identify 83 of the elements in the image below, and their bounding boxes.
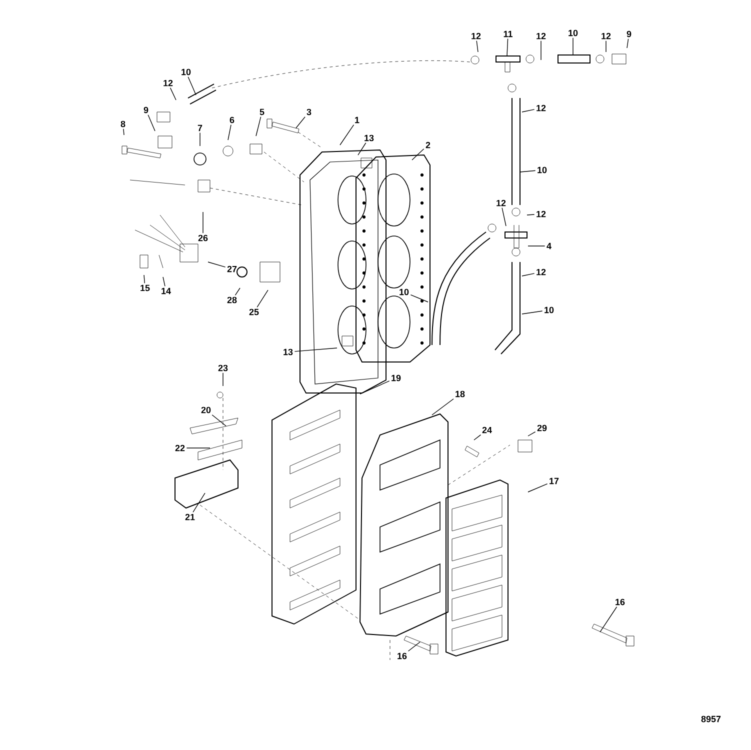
leader-line — [123, 128, 124, 136]
callout-number: 10 — [400, 288, 409, 296]
leader-line — [148, 114, 156, 132]
leader-line — [340, 124, 354, 146]
leader-line — [528, 431, 536, 436]
callout-number: 20 — [201, 406, 211, 414]
callout-number: 29 — [537, 424, 547, 432]
callout-number: 6 — [230, 116, 234, 124]
leader-line — [234, 288, 240, 296]
leader-line — [256, 290, 268, 308]
callout-number: 26 — [198, 234, 208, 242]
leader-line — [212, 414, 226, 426]
callout-number: 22 — [175, 444, 185, 452]
callout-number: 23 — [218, 364, 228, 372]
leader-line — [222, 372, 224, 386]
callout-number: 12 — [536, 32, 546, 40]
callout-number: 17 — [550, 478, 559, 484]
leader-line — [208, 262, 226, 268]
callout-number: 15 — [140, 284, 150, 292]
leader-line — [474, 434, 482, 440]
leader-line — [170, 87, 176, 100]
callout-number: 18 — [456, 390, 465, 398]
callout-number: 3 — [306, 108, 312, 116]
leader-line — [476, 40, 478, 52]
callout-number: 1 — [355, 116, 360, 124]
leader-line — [432, 398, 454, 416]
leader-line — [522, 310, 543, 314]
callout-number: 16 — [398, 652, 407, 660]
callout-number: 5 — [260, 108, 264, 116]
leader-line — [256, 116, 262, 136]
callout-number: 12 — [164, 80, 173, 86]
leader-line — [296, 116, 306, 128]
leader-line — [192, 492, 206, 513]
callout-number: 12 — [536, 268, 546, 276]
leader-line — [522, 109, 535, 112]
callout-number: 24 — [482, 426, 492, 434]
leader-line — [540, 40, 542, 60]
leader-line — [294, 348, 338, 352]
callout-number: 2 — [426, 142, 430, 148]
callout-number: 8 — [120, 120, 126, 128]
leader-line — [412, 148, 424, 160]
leader-line — [520, 170, 536, 172]
callout-number: 13 — [284, 348, 293, 356]
callout-number: 16 — [616, 598, 625, 606]
leader-line — [528, 483, 548, 492]
callout-number: 14 — [162, 288, 171, 294]
leader-line — [144, 274, 145, 284]
leader-line — [626, 38, 629, 48]
callout-number: 4 — [546, 242, 552, 250]
leader-line — [502, 207, 506, 226]
leader-line — [410, 294, 428, 302]
callout-number: 25 — [249, 308, 259, 316]
leader-line — [526, 214, 535, 216]
leader-line — [572, 38, 574, 56]
callout-number: 9 — [144, 106, 148, 114]
leader-line — [358, 142, 366, 156]
callout-number: 12 — [536, 104, 546, 112]
leader-line — [188, 76, 196, 96]
leader-line — [360, 380, 390, 394]
leader-line — [506, 38, 508, 56]
callout-number: 12 — [496, 200, 506, 206]
callout-number: 12 — [472, 32, 481, 40]
callout-number: 10 — [568, 30, 578, 36]
leader-line — [522, 273, 535, 276]
leader-line — [408, 642, 420, 652]
callout-number: 10 — [538, 166, 547, 174]
callout-number: 19 — [392, 374, 401, 382]
callout-number: 12 — [602, 32, 611, 40]
callout-number: 12 — [536, 210, 546, 218]
leader-line — [600, 606, 618, 632]
leader-line — [162, 276, 166, 287]
callout-number: 10 — [182, 68, 191, 76]
callout-number: 21 — [185, 514, 195, 520]
callout-number: 10 — [544, 306, 554, 314]
leader-line — [228, 124, 232, 140]
callout-number: 9 — [626, 30, 632, 38]
callout-number: 28 — [227, 296, 237, 304]
figure-number: 8957 — [701, 716, 721, 722]
callout-number: 27 — [227, 266, 237, 272]
leader-line — [202, 212, 204, 234]
callout-number: 11 — [504, 30, 512, 38]
callout-number: 7 — [198, 124, 202, 132]
callout-number: 13 — [364, 134, 374, 142]
